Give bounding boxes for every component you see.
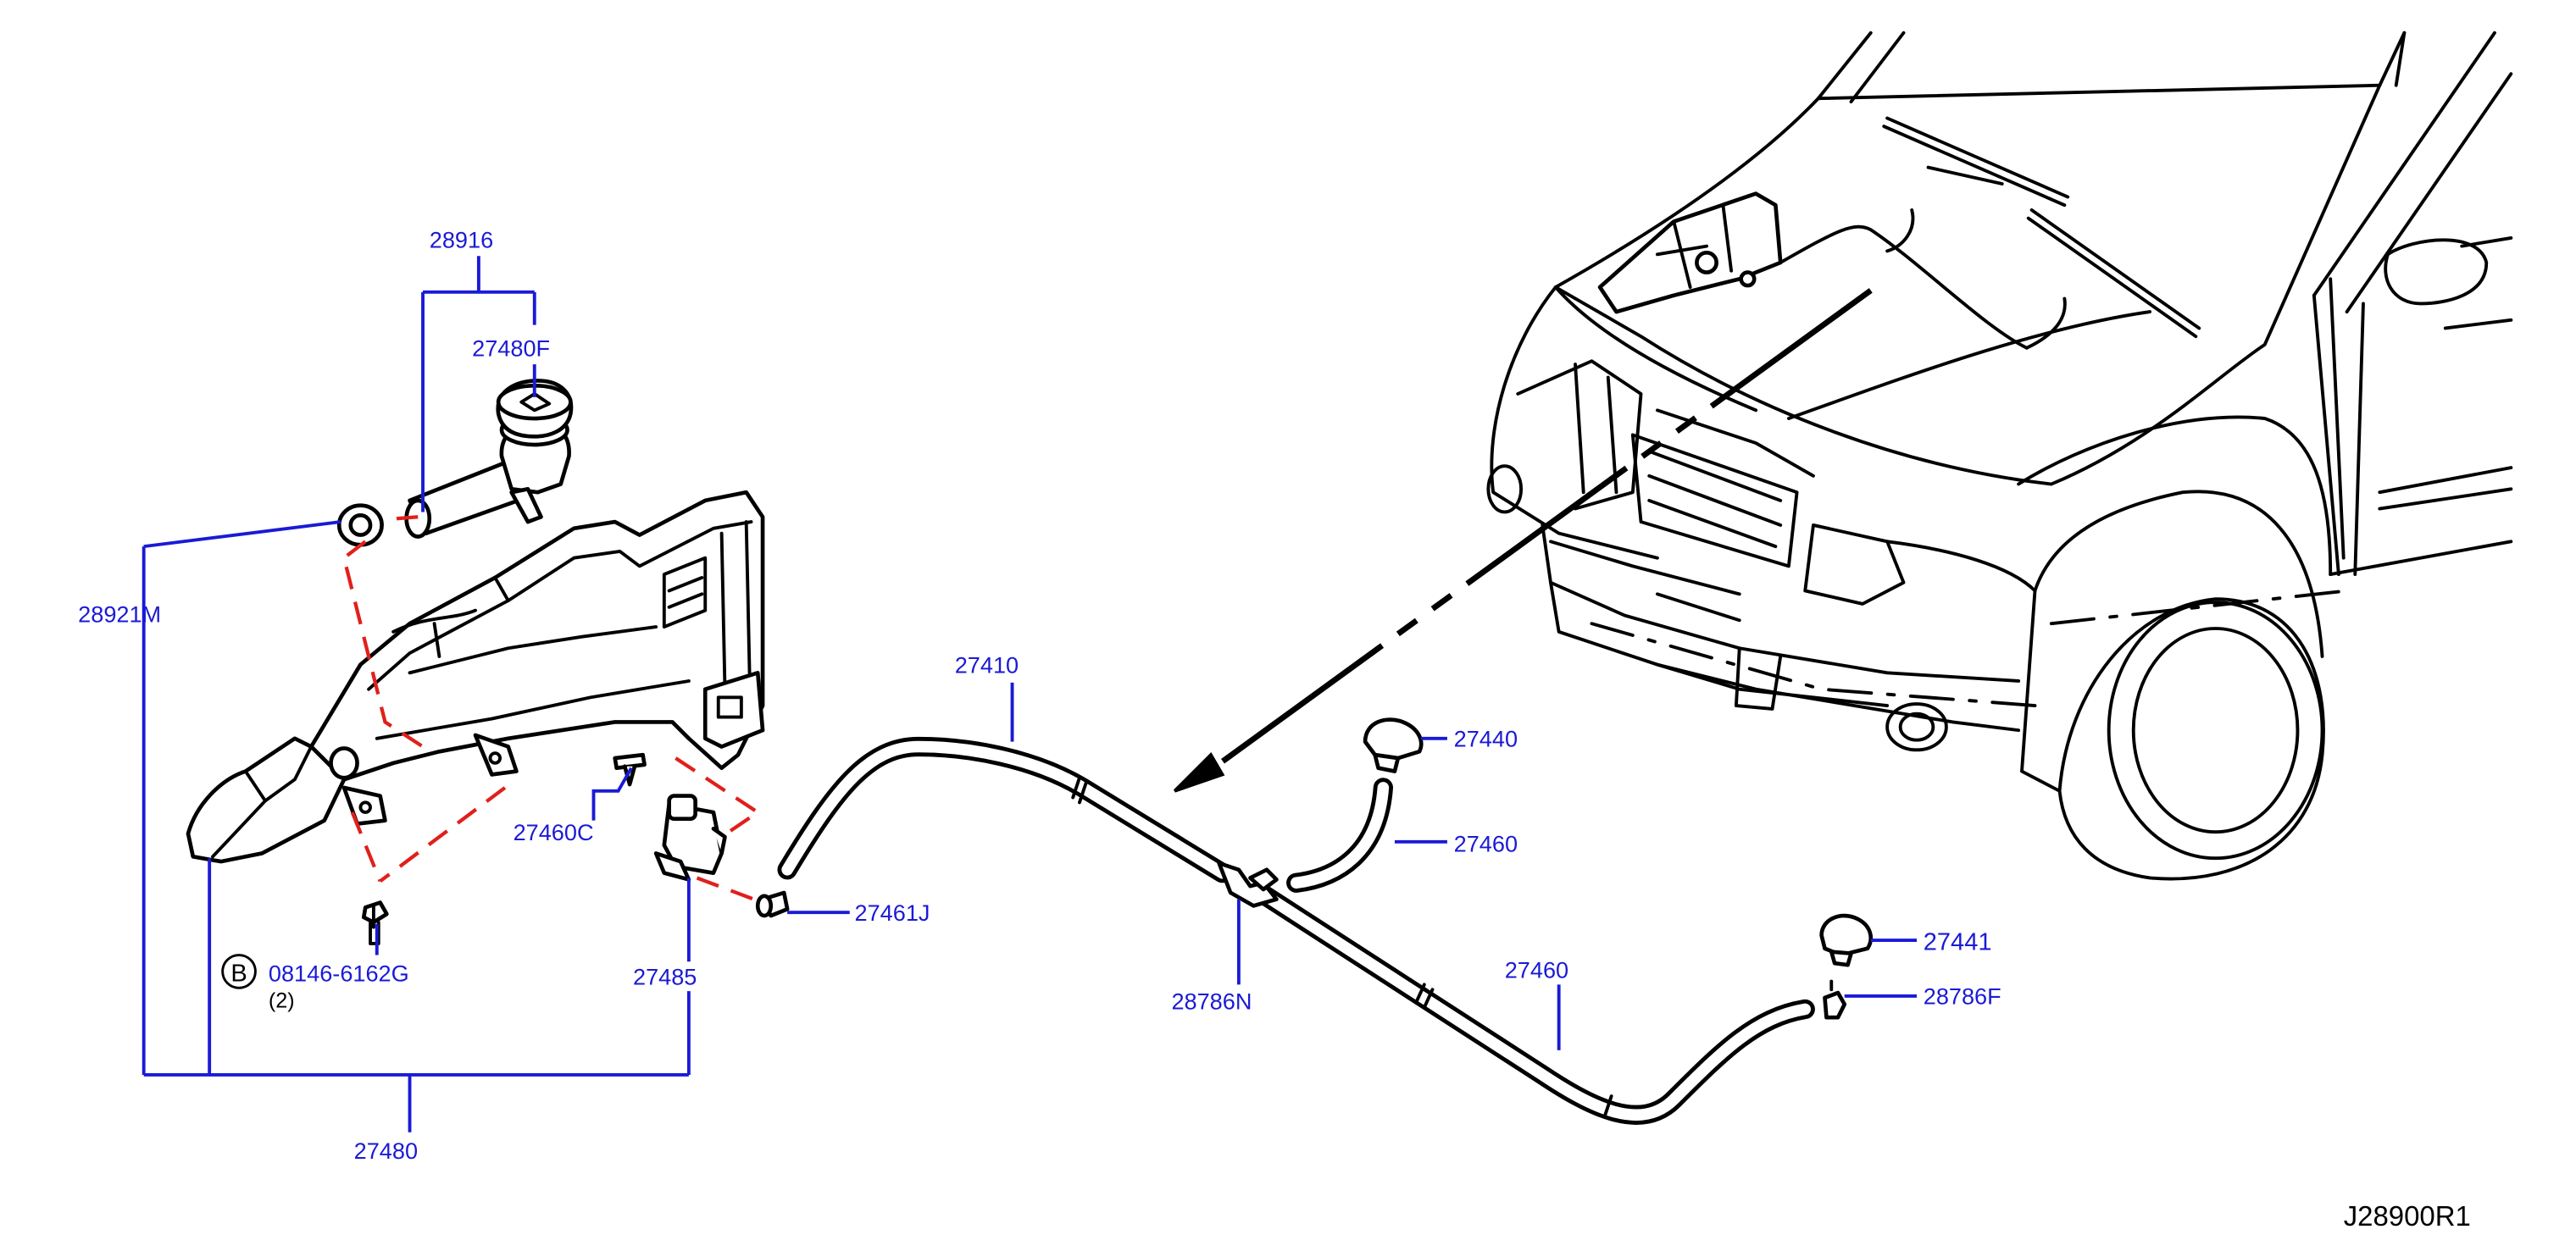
bolt-symbol-letter: B [230,961,247,988]
alignment-lines [341,515,763,905]
label-08146-6162G: 08146-6162G [269,961,409,987]
label-28916: 28916 [430,227,493,253]
vehicle-illustration [1486,30,2513,881]
clip [613,752,647,787]
washer-tank [186,490,765,864]
label-27440: 27440 [1454,725,1518,751]
label-28921M: 28921M [78,601,161,627]
label-27460-upper: 27460 [1454,830,1518,856]
washer-nozzle-right [1819,913,1874,967]
callouts: 28916 27480F 28921M 27460C B 08146-6162G… [78,227,2471,1232]
label-27480: 27480 [354,1138,418,1164]
label-27441: 27441 [1924,929,1992,956]
label-quantity: (2) [269,989,295,1013]
elbow-joint [755,890,790,918]
diagram-code: J28900R1 [2344,1200,2471,1232]
leader-lines [142,256,1917,1132]
grommet [336,503,384,547]
washer-nozzle-left [1363,717,1424,773]
bolt-symbol [221,954,257,989]
washer-pump [653,794,727,882]
label-27485: 27485 [633,963,697,989]
label-27480F: 27480F [472,335,550,361]
label-27410: 27410 [955,651,1019,678]
label-28786F: 28786F [1924,983,2001,1010]
label-27460-lower: 27460 [1505,957,1568,983]
washer-hoses [777,736,1847,1125]
filler-cap [496,379,574,439]
detail-arrow [1173,288,1873,793]
label-27460C: 27460C [514,819,594,845]
label-28786N: 28786N [1171,988,1252,1014]
label-27461J: 27461J [855,900,930,926]
